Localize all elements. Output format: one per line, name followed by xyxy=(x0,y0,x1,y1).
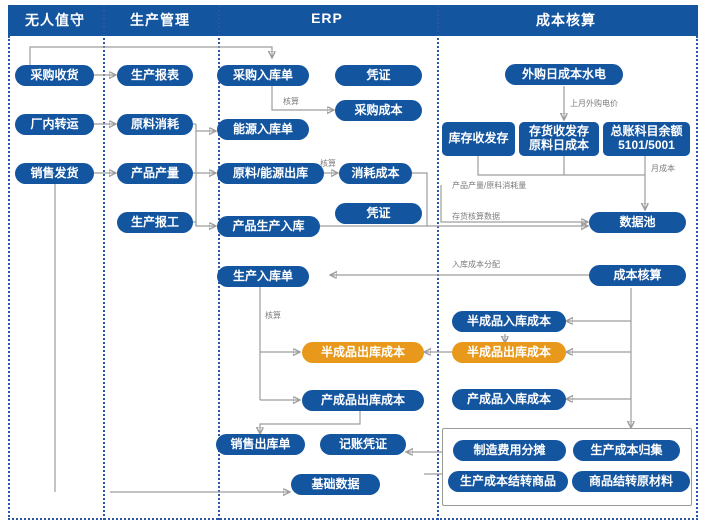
node-pingzheng-caigou[interactable]: 凭证 xyxy=(335,65,422,86)
lane-title-erp: ERP xyxy=(311,10,343,26)
node-caigou-chengben[interactable]: 采购成本 xyxy=(335,100,422,121)
node-chanpin-shengchan-ruku[interactable]: 产品生产入库 xyxy=(217,216,320,237)
node-banchengpin-ruku-chengben[interactable]: 半成品入库成本 xyxy=(452,311,566,332)
edge-label-yue-chengben: 月成本 xyxy=(651,164,675,173)
node-shengchan-chengben-guiji[interactable]: 生产成本归集 xyxy=(573,440,680,461)
node-kucun-shoufacun[interactable]: 库存收发存 xyxy=(442,122,515,156)
node-xiaoshou-fahuo[interactable]: 销售发货 xyxy=(15,163,94,184)
edge-label-hesuan-3: 核算 xyxy=(265,311,281,320)
edge-label-cunhuo-hesuan-shuju: 存货核算数据 xyxy=(452,212,500,221)
node-yuanliao-xiaohao[interactable]: 原料消耗 xyxy=(117,114,193,135)
edge-label-hesuan-1: 核算 xyxy=(283,97,299,106)
node-shengchan-baogong[interactable]: 生产报工 xyxy=(117,212,193,233)
node-chanchengpin-chuku-chengben[interactable]: 产成品出库成本 xyxy=(302,390,424,411)
lane-divider-2 xyxy=(218,5,220,520)
cost-function-group-box xyxy=(442,428,692,506)
lane-title-chengbenhesuan: 成本核算 xyxy=(536,12,596,28)
lane-title-shengchanguanli: 生产管理 xyxy=(130,12,190,28)
edge-label-shangyue-waigou-dianjia: 上月外购电价 xyxy=(570,99,618,108)
node-xiaoshou-chukudan[interactable]: 销售出库单 xyxy=(216,434,305,455)
node-line-1: 总账科目余额 xyxy=(610,124,683,139)
node-changnei-zhuanyun[interactable]: 厂内转运 xyxy=(15,114,94,135)
node-shengchan-chengben-jiezhuan-shangpin[interactable]: 生产成本结转商品 xyxy=(448,471,568,492)
node-banchengpin-chuku-chengben-cb[interactable]: 半成品出库成本 xyxy=(452,342,566,363)
node-line-2: 5101/5001 xyxy=(618,138,675,152)
node-shengchan-rukudan[interactable]: 生产入库单 xyxy=(217,266,309,287)
node-nengyuan-rukudan[interactable]: 能源入库单 xyxy=(217,119,309,140)
node-jichu-shuju[interactable]: 基础数据 xyxy=(291,474,380,495)
node-chanpin-chanliang[interactable]: 产品产量 xyxy=(117,163,193,184)
node-xiaohao-chengben[interactable]: 消耗成本 xyxy=(339,163,412,184)
node-pingzheng-shengchan[interactable]: 凭证 xyxy=(335,203,422,224)
node-zhizao-feiyong-fentan[interactable]: 制造费用分摊 xyxy=(453,440,566,461)
node-shangpin-jiezhuan-yuancailiao[interactable]: 商品结转原材料 xyxy=(572,471,690,492)
node-yuanliao-nengyuan-chuku[interactable]: 原料/能源出库 xyxy=(217,163,324,184)
node-line-2: 原料日成本 xyxy=(528,138,589,152)
lane-divider-3 xyxy=(437,5,439,520)
edge-label-hesuan-2: 核算 xyxy=(320,159,336,168)
node-line-1: 存货收发存 xyxy=(528,124,589,139)
node-chengben-hesuan[interactable]: 成本核算 xyxy=(589,265,686,286)
frame-right-border xyxy=(696,36,698,520)
lane-title-wurenzhishou: 无人值守 xyxy=(25,12,85,28)
edge-label-ruku-chengben-fenpei: 入库成本分配 xyxy=(452,260,500,269)
node-zongzhang-kemu-yue[interactable]: 总账科目余额 5101/5001 xyxy=(603,122,690,156)
node-shengchan-baobiao[interactable]: 生产报表 xyxy=(117,65,193,86)
node-banchengpin-chuku-chengben-erp[interactable]: 半成品出库成本 xyxy=(302,342,424,363)
node-chanchengpin-ruku-chengben[interactable]: 产成品入库成本 xyxy=(452,389,566,410)
node-jizhang-pingzheng[interactable]: 记账凭证 xyxy=(320,434,406,455)
edge-label-chanliang-xiaohaoliang: 产品产量/原料消耗量 xyxy=(452,181,527,190)
node-waigou-richengben-shuidian[interactable]: 外购日成本水电 xyxy=(505,64,623,85)
node-shuju-chi[interactable]: 数据池 xyxy=(589,212,686,233)
frame-left-border xyxy=(8,36,10,520)
lane-divider-1 xyxy=(103,5,105,520)
node-cunhuo-shoufacun-yuanliao-richengben[interactable]: 存货收发存 原料日成本 xyxy=(519,122,599,156)
frame-bottom-border xyxy=(8,518,698,520)
node-caigou-shouhuo[interactable]: 采购收货 xyxy=(15,65,94,86)
header-bar xyxy=(8,5,698,36)
node-caigou-rukudan[interactable]: 采购入库单 xyxy=(217,65,309,86)
